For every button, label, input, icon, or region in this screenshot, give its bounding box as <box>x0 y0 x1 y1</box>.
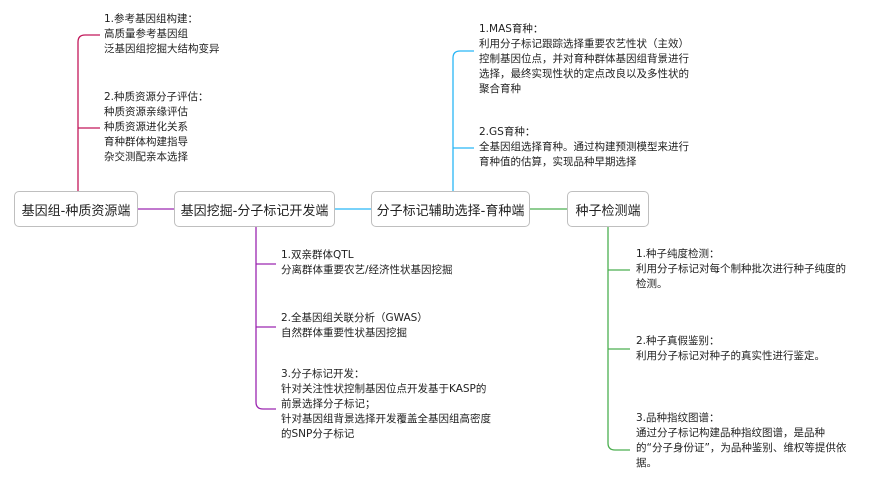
genome-leaf-2-line: 育种群体构建指导 <box>104 136 188 148</box>
mas-leaf-2-line: 全基因组选择育种。通过构建预测模型来进行 <box>479 141 689 153</box>
mas-leaf-2: 2.GS育种： 全基因组选择育种。通过构建预测模型来进行 育种值的估算，实现品种… <box>479 125 689 170</box>
mas-leaf-1-line: 聚合育种 <box>479 83 521 95</box>
mas-leaf-1-title: 1.MAS育种： <box>479 23 544 35</box>
genome-leaf-1: 1.参考基因组构建： 高质量参考基因组 泛基因组挖掘大结构变异 <box>104 12 220 57</box>
seed-leaf-1-line: 检测。 <box>636 278 668 290</box>
seed-leaf-3-line: 的“分子身份证”，为品种鉴别、维权等提供依 <box>636 442 847 454</box>
mining-branch <box>255 227 276 410</box>
mining-leaf-3: 3.分子标记开发： 针对关注性状控制基因位点开发基于KASP的 前景选择分子标记… <box>281 367 491 442</box>
node-seed[interactable]: 种子检测端 <box>567 191 649 227</box>
genome-leaf-2-line: 种质资源进化关系 <box>104 121 188 133</box>
mining-leaf-3-line: 的SNP分子标记 <box>281 428 355 440</box>
mining-leaf-3-line: 前景选择分子标记； <box>281 398 376 410</box>
mining-leaf-3-line: 针对基因组背景选择开发覆盖全基因组高密度 <box>281 413 491 425</box>
seed-leaf-2: 2.种子真假鉴别： 利用分子标记对种子的真实性进行鉴定。 <box>636 334 825 364</box>
mining-leaf-1: 1.双亲群体QTL 分离群体重要农艺/经济性状基因挖掘 <box>281 248 453 278</box>
seed-leaf-2-title: 2.种子真假鉴别： <box>636 335 720 347</box>
mas-leaf-1-line: 选择，最终实现性状的定点改良以及多性状的 <box>479 68 689 80</box>
mining-leaf-3-line: 针对关注性状控制基因位点开发基于KASP的 <box>281 383 487 395</box>
genome-leaf-1-line: 高质量参考基因组 <box>104 28 188 40</box>
seed-leaf-1-line: 利用分子标记对每个制种批次进行种子纯度的 <box>636 263 846 275</box>
seed-leaf-3-line: 通过分子标记构建品种指纹图谱，是品种 <box>636 427 825 439</box>
mining-leaf-2-line: 自然群体重要性状基因挖掘 <box>281 327 407 339</box>
node-mas[interactable]: 分子标记辅助选择-育种端 <box>371 191 530 227</box>
seed-leaf-2-line: 利用分子标记对种子的真实性进行鉴定。 <box>636 350 825 362</box>
node-mining[interactable]: 基因挖掘-分子标记开发端 <box>174 191 335 227</box>
seed-leaf-1-title: 1.种子纯度检测： <box>636 248 720 260</box>
seed-leaf-3-title: 3.品种指纹图谱： <box>636 412 720 424</box>
genome-branch <box>77 34 100 191</box>
mining-leaf-2: 2.全基因组关联分析（GWAS） 自然群体重要性状基因挖掘 <box>281 311 428 341</box>
mas-leaf-1: 1.MAS育种： 利用分子标记跟踪选择重要农艺性状（主效） 控制基因位点，并对育… <box>479 22 689 97</box>
mas-leaf-1-line: 利用分子标记跟踪选择重要农艺性状（主效） <box>479 38 689 50</box>
mining-leaf-1-line: 分离群体重要农艺/经济性状基因挖掘 <box>281 264 453 276</box>
genome-leaf-2: 2.种质资源分子评估： 种质资源亲缘评估 种质资源进化关系 育种群体构建指导 杂… <box>104 90 209 165</box>
mas-leaf-2-title: 2.GS育种： <box>479 126 536 138</box>
genome-leaf-1-line: 泛基因组挖掘大结构变异 <box>104 43 220 55</box>
seed-leaf-3-line: 据。 <box>636 457 657 469</box>
mas-branch <box>452 50 474 191</box>
mas-leaf-2-line: 育种值的估算，实现品种早期选择 <box>479 156 637 168</box>
mining-leaf-1-title: 1.双亲群体QTL <box>281 249 354 261</box>
genome-leaf-1-title: 1.参考基因组构建： <box>104 13 199 25</box>
seed-branch <box>607 227 630 451</box>
genome-leaf-2-title: 2.种质资源分子评估： <box>104 91 209 103</box>
seed-leaf-3: 3.品种指纹图谱： 通过分子标记构建品种指纹图谱，是品种 的“分子身份证”，为品… <box>636 411 846 471</box>
mining-leaf-3-title: 3.分子标记开发： <box>281 368 365 380</box>
genome-leaf-2-line: 种质资源亲缘评估 <box>104 106 188 118</box>
node-genome[interactable]: 基因组-种质资源端 <box>14 191 138 227</box>
genome-leaf-2-line: 杂交测配亲本选择 <box>104 151 188 163</box>
mas-leaf-1-line: 控制基因位点，并对育种群体基因组背景进行 <box>479 53 689 65</box>
mining-leaf-2-title: 2.全基因组关联分析（GWAS） <box>281 312 428 324</box>
seed-leaf-1: 1.种子纯度检测： 利用分子标记对每个制种批次进行种子纯度的 检测。 <box>636 247 846 292</box>
